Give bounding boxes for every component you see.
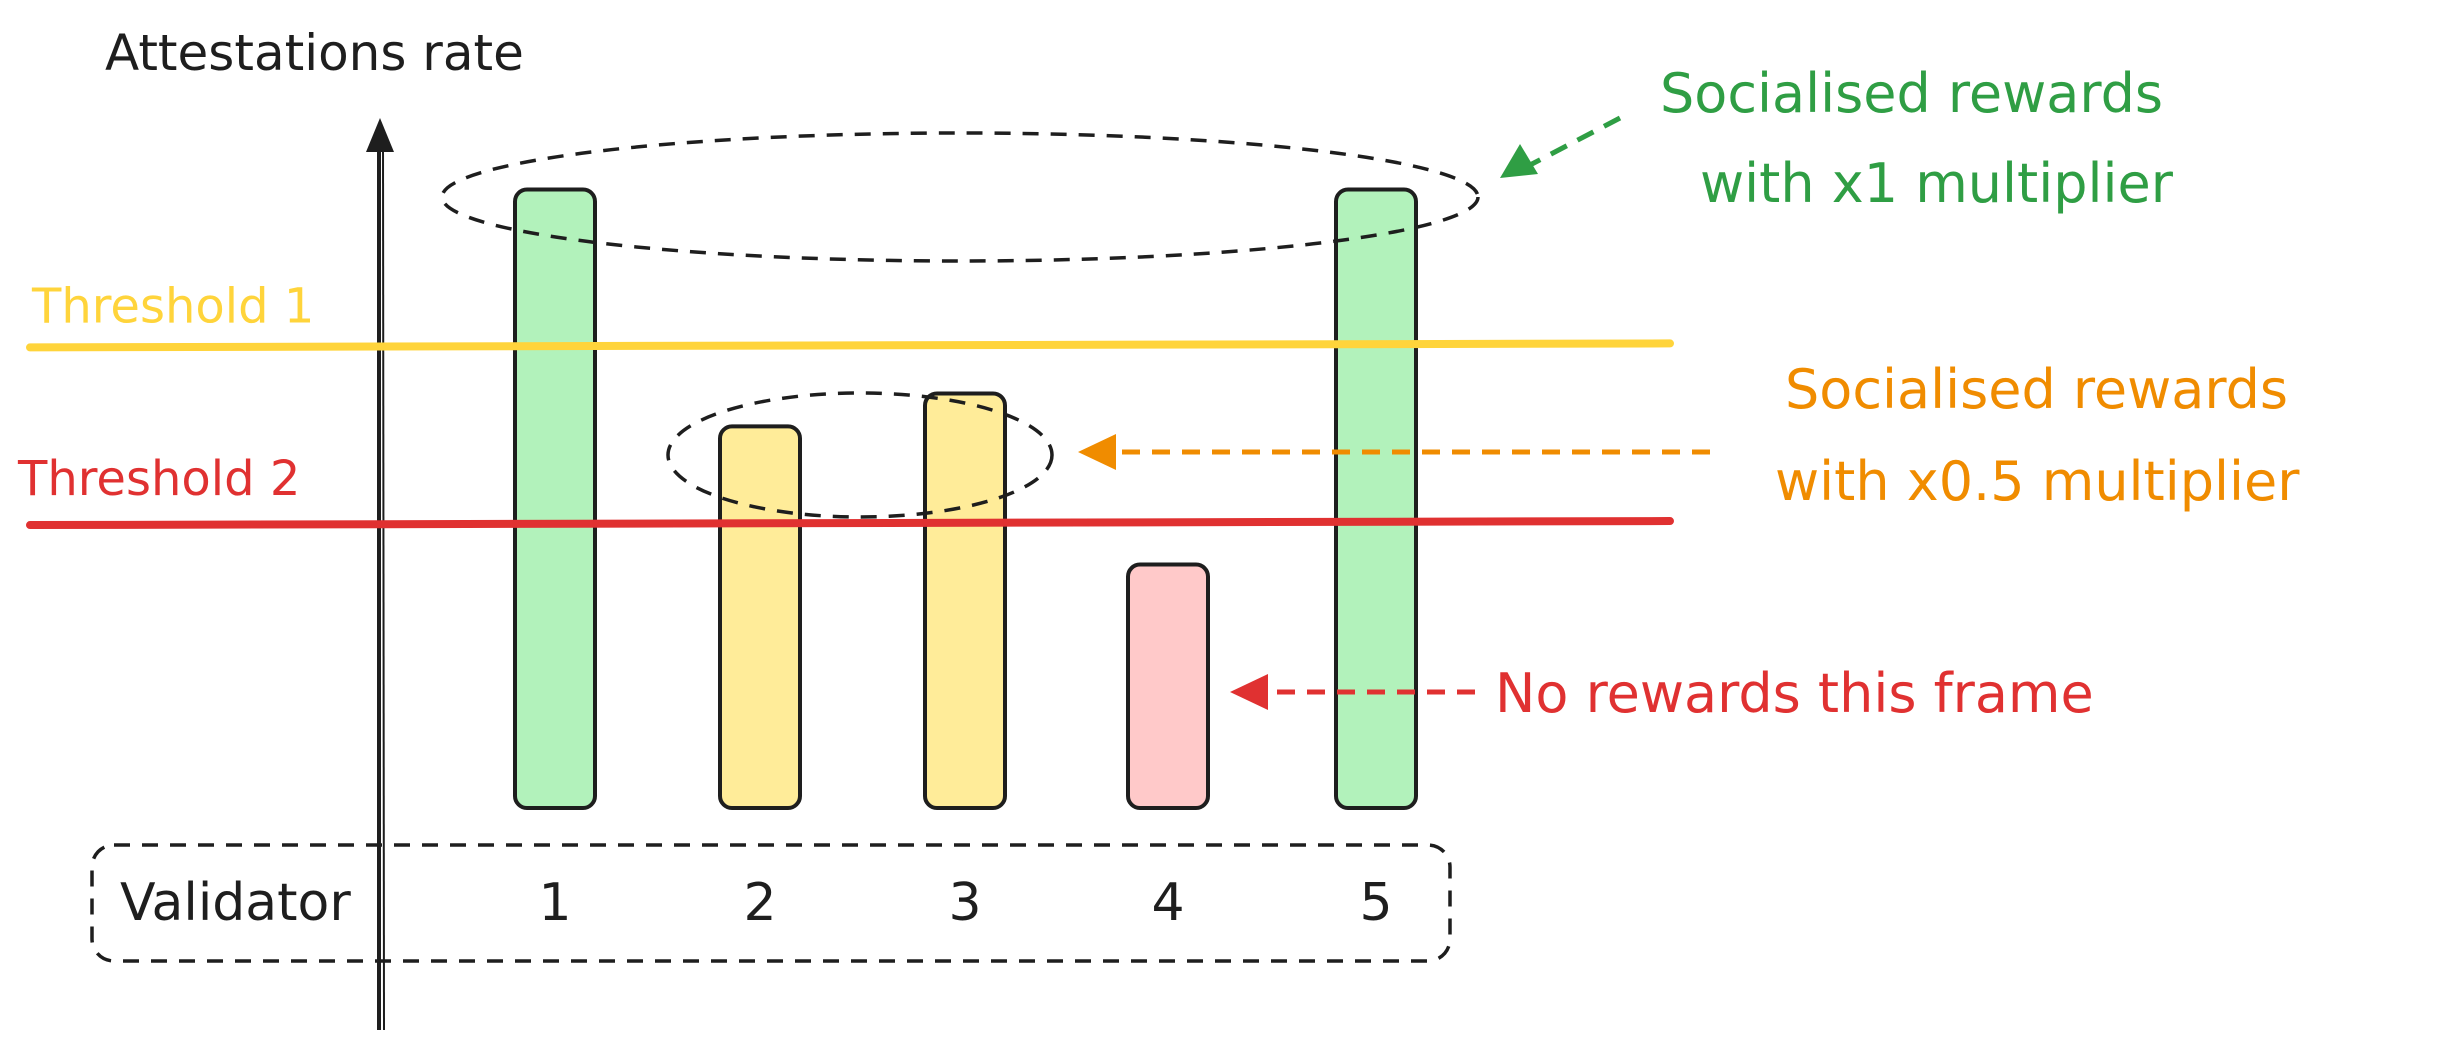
arrow-none-icon (1230, 674, 1268, 710)
y-axis-arrow-icon (366, 118, 394, 152)
annotation-x1-line2: with x1 multiplier (1700, 152, 2174, 215)
annotation-x05: Socialised rewards with x0.5 multiplier (1078, 358, 2300, 513)
y-axis (366, 118, 394, 1031)
annotation-x05-line2: with x0.5 multiplier (1775, 450, 2300, 513)
annotation-x05-line1: Socialised rewards (1785, 358, 2288, 421)
tick-label-validator-5: 5 (1359, 873, 1392, 933)
threshold-line-1 (26, 339, 1674, 352)
category-box (90, 843, 1452, 963)
threshold-label-1: Threshold 1 (31, 278, 314, 334)
tick-label-validator-2: 2 (743, 873, 776, 933)
annotation-none: No rewards this frame (1230, 662, 2094, 725)
bar-validator-3 (923, 391, 1007, 810)
group-ellipse-x05 (666, 391, 1054, 519)
threshold-label-2: Threshold 2 (17, 451, 300, 507)
threshold-line-2 (26, 517, 1674, 530)
bars-layer (513, 187, 1418, 811)
group-ellipse-x1 (440, 131, 1480, 263)
bar-validator-2 (718, 424, 802, 810)
annotation-x1-line1: Socialised rewards (1660, 62, 2163, 125)
tick-label-validator-1: 1 (538, 873, 571, 933)
tick-label-validator-4: 4 (1151, 873, 1184, 933)
y-axis-title: Attestations rate (105, 24, 524, 82)
arrow-x1-icon (1500, 144, 1538, 178)
ticks-layer: 1 2 3 4 5 (538, 873, 1392, 933)
arrow-x05-icon (1078, 434, 1116, 470)
bar-validator-5 (1334, 187, 1418, 811)
x-axis-label: Validator (120, 873, 351, 933)
tick-label-validator-3: 3 (948, 873, 981, 933)
annotation-none-line1: No rewards this frame (1495, 662, 2094, 725)
annotation-x1: Socialised rewards with x1 multiplier (1500, 62, 2174, 215)
bar-validator-4 (1126, 562, 1210, 810)
bar-validator-1 (513, 187, 597, 811)
threshold-layer: Threshold 1 Threshold 2 (17, 278, 1674, 530)
